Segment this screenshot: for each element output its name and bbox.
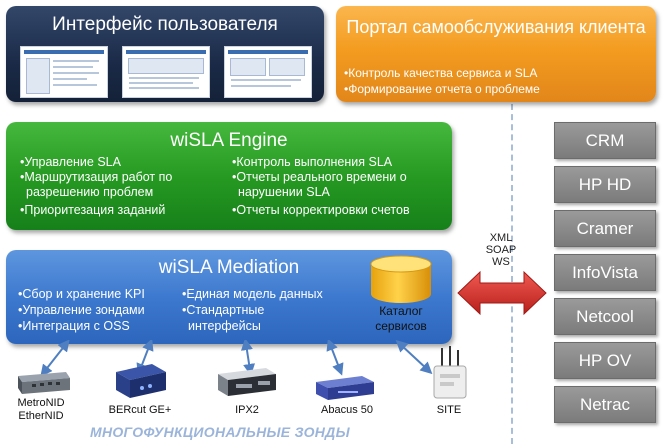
system-netrac: Netrac (554, 386, 656, 423)
bercut-device-icon (116, 364, 166, 398)
mediation-item: •Сбор и хранение KPI (18, 287, 145, 301)
device-label: MetroNID EtherNID (6, 397, 76, 423)
engine-item: •Маршрутизация работ по (20, 170, 173, 184)
device-label: BERcut GE+ (108, 404, 172, 416)
catalog-label: Каталог сервисов (362, 304, 440, 334)
engine-item: разрешению проблем (26, 185, 154, 199)
mediation-title: wiSLA Mediation (158, 257, 300, 278)
engine-item: •Контроль выполнения SLA (232, 155, 393, 169)
ipx2-device-icon (218, 368, 276, 396)
wisla-engine-panel: wiSLA Engine •Управление SLA •Маршрутиза… (6, 122, 452, 230)
metronid-device-icon (18, 372, 70, 394)
device-label: IPX2 (235, 404, 259, 416)
device-label-line: MetroNID (17, 397, 65, 409)
engine-item: •Отчеты реального времени о (232, 170, 407, 184)
protocol-xml: XML (489, 232, 513, 244)
engine-item: •Приоритезация заданий (20, 203, 166, 217)
engine-item: •Отчеты корректировки счетов (232, 203, 410, 217)
portal-bullet: •Формирование отчета о проблеме (344, 82, 540, 96)
system-cramer: Cramer (554, 210, 656, 247)
screenshot-thumbnail (122, 46, 210, 98)
connector-line (40, 340, 70, 377)
user-interface-panel: Интерфейс пользователя (6, 6, 324, 102)
system-netcool: Netcool (554, 298, 656, 335)
device-connectors (40, 340, 433, 377)
connector-line (240, 340, 256, 376)
double-arrow-icon (457, 270, 547, 316)
engine-item: •Управление SLA (20, 155, 121, 169)
probes-title: МНОГОФУНКЦИОНАЛЬНЫЕ ЗОНДЫ (90, 424, 350, 440)
protocol-soap: SOAP (485, 244, 517, 256)
connector-line (136, 340, 154, 376)
engine-item: нарушении SLA (238, 185, 330, 199)
connector-line (326, 340, 344, 376)
mediation-item: •Единая модель данных (182, 287, 323, 301)
device-label: SITE (436, 404, 462, 416)
engine-title: wiSLA Engine (170, 130, 288, 151)
device-label: Abacus 50 (321, 404, 373, 416)
mediation-item: •Интеграция с OSS (18, 319, 130, 333)
device-label-line: EtherNID (18, 410, 64, 422)
system-hp-ov: HP OV (554, 342, 656, 379)
catalog-label-line: Каталог (379, 304, 423, 318)
portal-bullet: •Контроль качества сервиса и SLA (344, 66, 538, 80)
user-interface-title: Интерфейс пользователя (52, 14, 278, 35)
connector-line (395, 340, 433, 375)
self-service-portal-panel: Портал самообслуживания клиента •Контрол… (336, 6, 656, 102)
protocol-ws: WS (492, 256, 510, 268)
mediation-item: интерфейсы (188, 319, 261, 333)
mediation-item: •Управление зондами (18, 303, 145, 317)
protocol-label: XML SOAP WS (478, 232, 524, 268)
screenshot-thumbnail (20, 46, 108, 98)
database-icon (370, 255, 432, 303)
system-hp-hd: HP HD (554, 166, 656, 203)
divider-line (511, 104, 513, 444)
site-device-icon (433, 346, 467, 399)
portal-title: Портал самообслуживания клиента (346, 17, 646, 37)
wisla-mediation-panel: wiSLA Mediation •Сбор и хранение KPI •Уп… (6, 250, 452, 344)
screenshot-thumbnail (224, 46, 312, 98)
system-infovista: InfoVista (554, 254, 656, 291)
catalog-label-line: сервисов (375, 319, 427, 333)
system-crm: CRM (554, 122, 656, 159)
abacus-device-icon (316, 376, 374, 400)
mediation-item: •Стандартные (182, 303, 265, 317)
